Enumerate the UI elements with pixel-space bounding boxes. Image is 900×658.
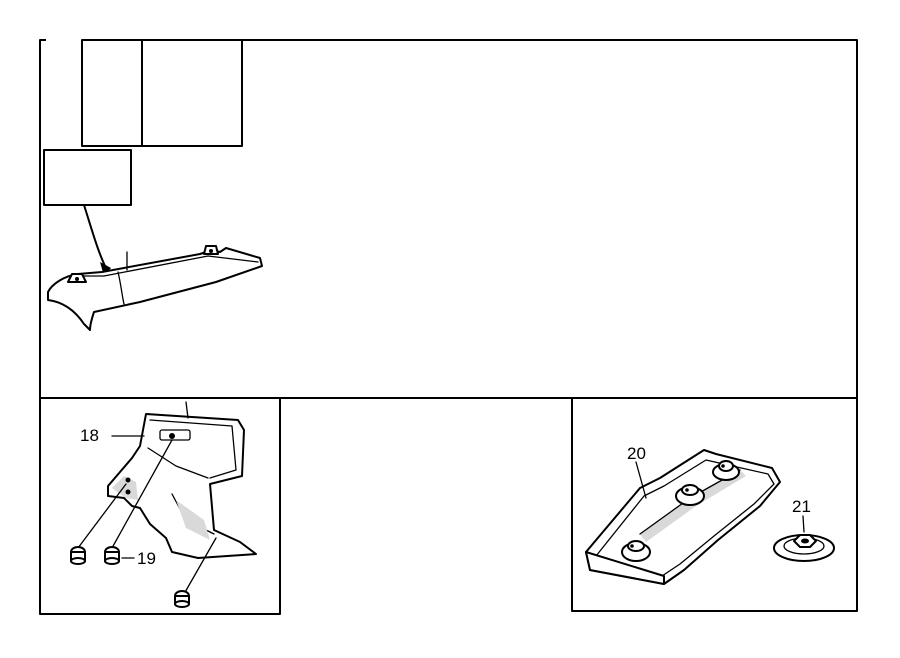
bottom-right-panel-frame xyxy=(571,397,858,612)
callout-19: 19 xyxy=(137,549,156,568)
fastener-19-line-a xyxy=(77,483,127,549)
callout-20-leader xyxy=(635,461,647,499)
shield-18-hole xyxy=(169,433,175,439)
pad-part-20 xyxy=(585,449,781,585)
fastener-19-line-b xyxy=(111,439,173,549)
pad-20-boss-a xyxy=(621,540,651,562)
tunnel-cover-body xyxy=(47,247,263,331)
fastener-19-line-c xyxy=(183,537,217,595)
inset-boxes xyxy=(43,39,243,206)
washer-21-nut-hole xyxy=(801,538,809,544)
shield-18-shade-left xyxy=(112,476,138,500)
tunnel-cover-ridge xyxy=(79,255,259,277)
shield-18-bracket-hole-b xyxy=(125,489,131,495)
shield-part-18 xyxy=(107,401,257,559)
callout-18: 18 xyxy=(80,426,99,445)
tunnel-cover-part xyxy=(47,204,263,331)
fastener-19-nut-a xyxy=(70,546,86,565)
callout-20: 20 xyxy=(627,444,646,463)
bottom-left-panel-frame xyxy=(39,397,281,615)
frame-gap-mask xyxy=(46,36,82,44)
inset-box-small xyxy=(43,149,132,206)
shield-18-fold xyxy=(147,447,209,479)
fastener-19-nut-c xyxy=(174,590,190,608)
top-panel-frame xyxy=(39,39,858,399)
pad-20-boss-c xyxy=(712,460,740,481)
shield-18-bracket-hole-a xyxy=(125,477,131,483)
washer-part-21 xyxy=(773,515,835,562)
pad-20-side xyxy=(585,551,665,585)
pad-20-channel xyxy=(640,470,746,542)
tunnel-cover-hole-left xyxy=(75,277,79,281)
fastener-19-nut-b xyxy=(104,546,120,565)
shield-18-top-leader xyxy=(185,401,189,419)
pointer-arrow xyxy=(83,204,107,269)
diagram-frames xyxy=(39,36,858,615)
pointer-arrowhead xyxy=(100,262,111,276)
callout-21: 21 xyxy=(792,497,811,516)
tunnel-cover-hole-right xyxy=(209,249,213,253)
shield-18-slot xyxy=(159,429,191,441)
pad-20-boss-b xyxy=(675,484,705,506)
callout-21-leader xyxy=(802,515,805,533)
fasteners-19 xyxy=(70,439,217,608)
tunnel-cover-seam xyxy=(117,271,125,305)
pad-20-rim xyxy=(595,459,775,577)
shield-18-shade-lower xyxy=(176,500,210,540)
shield-18-body xyxy=(107,413,257,559)
inset-box-large xyxy=(81,39,243,147)
shield-18-inner-panel xyxy=(149,419,237,479)
